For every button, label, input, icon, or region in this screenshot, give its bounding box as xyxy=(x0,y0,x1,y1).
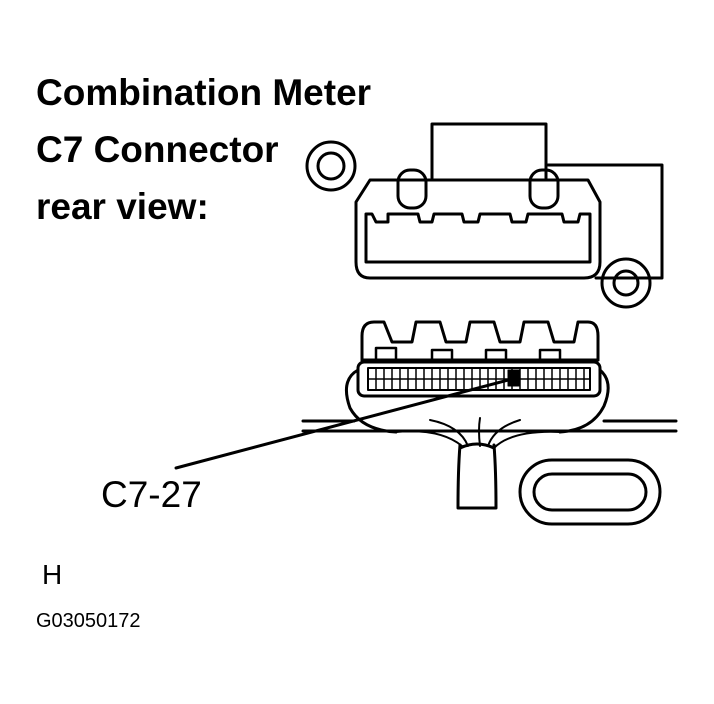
wire-bundle-cap xyxy=(458,442,496,450)
connector-housing xyxy=(354,178,602,280)
mounting-washer-left-hole xyxy=(316,151,346,181)
title-line-3: rear view: xyxy=(36,186,209,227)
harness-side-arc-right xyxy=(558,368,610,434)
wire-bundle xyxy=(456,443,498,510)
wire-harness xyxy=(395,417,561,510)
connector-top-tab xyxy=(430,122,548,180)
harness-connector-step xyxy=(374,346,562,362)
harness-side-arc-left xyxy=(344,368,398,434)
mounting-bracket xyxy=(546,163,664,280)
terminal-slot xyxy=(364,212,592,264)
wire-strand-5 xyxy=(493,430,561,449)
mounting-washer-left xyxy=(305,140,357,192)
wire-strand-3 xyxy=(478,417,481,447)
meter-side-connector xyxy=(305,122,664,309)
panel-lines xyxy=(301,419,678,433)
oval-cutout-outer xyxy=(518,458,662,526)
harness-connector-top xyxy=(360,320,600,362)
title-line-2: C7 Connector xyxy=(36,129,279,170)
wire-strand-1 xyxy=(395,430,463,447)
locking-rod-right xyxy=(528,168,560,210)
locking-rod-left xyxy=(396,168,428,210)
oval-cutout-inner xyxy=(532,472,648,512)
mounting-washer-right xyxy=(600,257,652,309)
harness-connector xyxy=(344,320,610,434)
terminal-callout-label: C7-27 xyxy=(101,474,202,515)
callout-leader-line xyxy=(174,377,514,470)
wire-strand-4 xyxy=(487,419,521,447)
figure-id: G03050172 xyxy=(36,610,141,632)
terminal-c7-27 xyxy=(507,369,521,387)
harness-connector-body xyxy=(356,360,602,398)
wire-strand-2 xyxy=(429,419,469,447)
mounting-washer-right-hole xyxy=(612,269,640,297)
figure-letter: H xyxy=(42,559,63,590)
title-line-1: Combination Meter xyxy=(36,72,372,113)
